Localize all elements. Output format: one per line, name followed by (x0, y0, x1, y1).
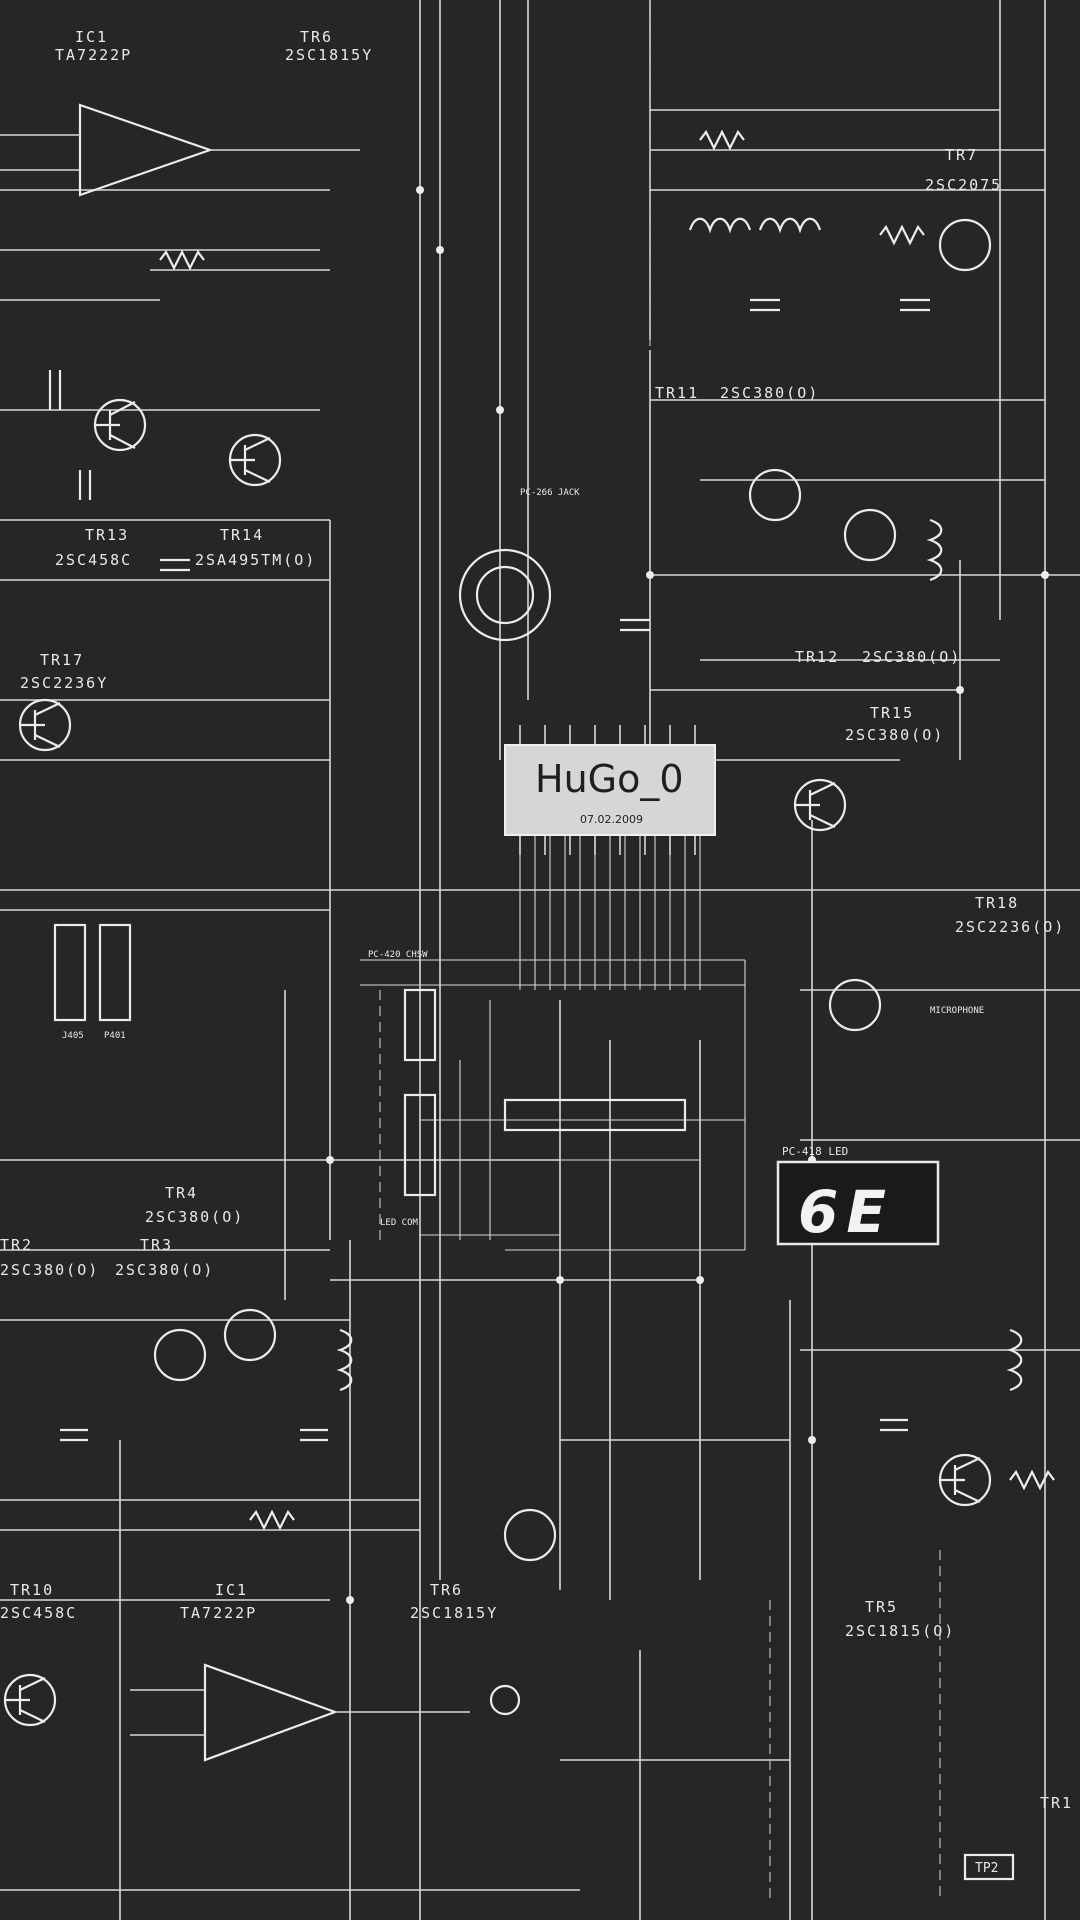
ic1-bottom-label: IC1 (215, 1581, 248, 1599)
j405-label: J405 (62, 1031, 84, 1041)
tr7-label: TR7 (945, 146, 978, 164)
tr4-label: TR4 (165, 1184, 198, 1202)
tr13-label: TR13 (85, 526, 129, 544)
pc266-label: PC-266 JACK (520, 488, 580, 498)
tr11-label: TR11 (655, 384, 699, 402)
ic1-bottom-part: TA7222P (180, 1604, 257, 1622)
tr3-label: TR3 (140, 1236, 173, 1254)
tr6-top-part: 2SC1815Y (285, 46, 373, 64)
tr15-label: TR15 (870, 704, 914, 722)
chip-title: HuGo_0 (535, 757, 684, 801)
tr4-part: 2SC380(O) (145, 1208, 244, 1226)
passive-components: J405 P401 LED COM PC-420 CHSW PC-266 JAC… (48, 129, 1055, 1604)
chip-date: 07.02.2009 (580, 813, 643, 826)
tr10-part: 2SC458C (0, 1604, 77, 1622)
tr2-part: 2SC380(O) (0, 1261, 99, 1279)
tr1-label: TR1 (1040, 1794, 1073, 1812)
tr11-part: 2SC380(O) (720, 384, 819, 402)
tr10-label: TR10 (10, 1581, 54, 1599)
tr3-part: 2SC380(O) (115, 1261, 214, 1279)
microphone-label: MICROPHONE (930, 1006, 984, 1016)
tr12-label: TR12 (795, 648, 839, 666)
tr15-part: 2SC380(O) (845, 726, 944, 744)
tr6-bottom-part: 2SC1815Y (410, 1604, 498, 1622)
tr5-part: 2SC1815(O) (845, 1622, 955, 1640)
p401-label: P401 (104, 1031, 126, 1041)
ic1-amplifier-bottom (130, 1663, 521, 1762)
tr18-part: 2SC2236(O) (955, 918, 1065, 936)
led-digits: 6E (798, 1178, 894, 1246)
transistors (3, 218, 992, 1727)
tr13-part: 2SC458C (55, 551, 132, 569)
tr18-label: TR18 (975, 894, 1019, 912)
pc420-label: PC-420 CHSW (368, 950, 428, 960)
ic1-top-label: IC1 (75, 28, 108, 46)
tp2-label: TP2 (975, 1861, 998, 1876)
ic1-top-part: TA7222P (55, 46, 132, 64)
tr2-label: TR2 (0, 1236, 33, 1254)
led-display: PC-418 LED 6E (776, 1145, 940, 1246)
transistor-labels: TR7 2SC2075 TR11 2SC380(O) TR13 2SC458C … (0, 146, 1073, 1881)
tr14-part: 2SA495TM(O) (195, 551, 316, 569)
tr12-part: 2SC380(O) (862, 648, 961, 666)
tr6-bottom-label: TR6 (430, 1581, 463, 1599)
led-display-label: PC-418 LED (782, 1145, 848, 1158)
hugo-chip: HuGo_0 07.02.2009 (504, 725, 716, 855)
tr6-top-label: TR6 (300, 28, 333, 46)
tr17-label: TR17 (40, 651, 84, 669)
tr17-part: 2SC2236Y (20, 674, 108, 692)
tr14-label: TR14 (220, 526, 264, 544)
tr5-label: TR5 (865, 1598, 898, 1616)
led-com-label: LED COM (380, 1218, 419, 1228)
ic1-amplifier-top: IC1 TA7222P TR6 2SC1815Y (0, 28, 373, 197)
tr7-part: 2SC2075 (925, 176, 1002, 194)
